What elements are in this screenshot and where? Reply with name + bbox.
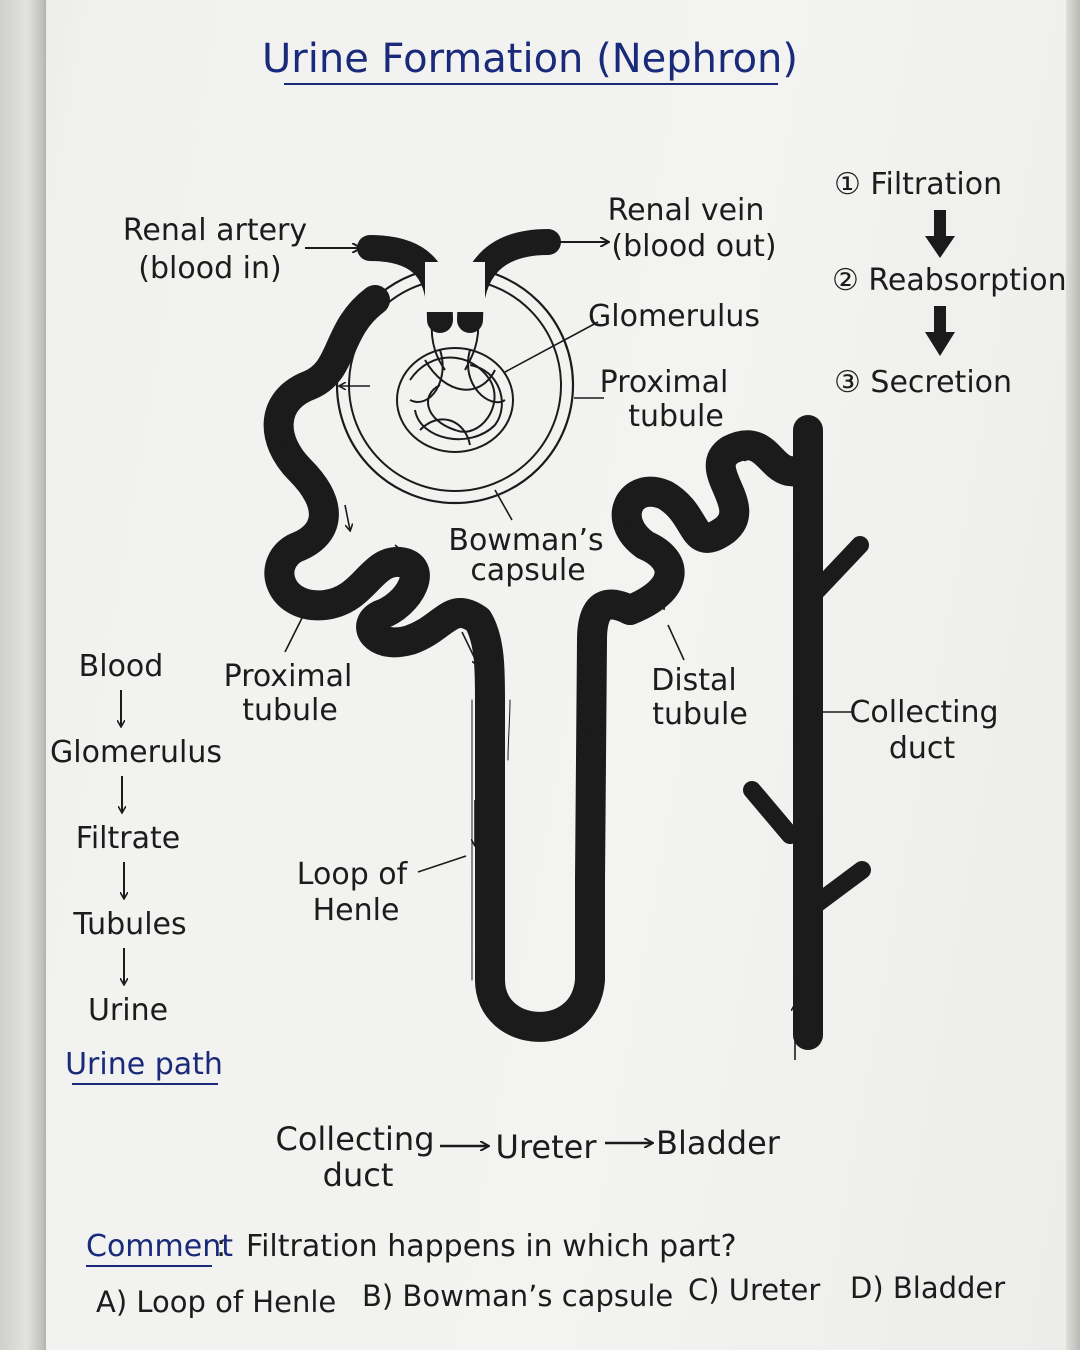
comment-label: Comment: [86, 1229, 233, 1264]
path-arrows: [121, 690, 124, 984]
glomerulus: [396, 319, 514, 453]
collecting-duct-sublabel: duct: [889, 731, 956, 766]
renal-vein-sublabel: (blood out): [611, 229, 776, 264]
flow-arrows: [280, 248, 862, 1060]
option-c: C) Ureter: [688, 1273, 820, 1307]
notebook-spine: [0, 0, 46, 1350]
page-edge: [1066, 0, 1080, 1350]
flow-start-label: Collecting: [275, 1120, 434, 1158]
loop-of-henle: [475, 589, 645, 1042]
comment-question: Filtration happens in which part?: [246, 1229, 737, 1264]
distal-sublabel: tubule: [652, 697, 748, 732]
option-d: D) Bladder: [850, 1271, 1005, 1305]
collecting-duct: [743, 415, 871, 1050]
proximal-left-sublabel: tubule: [242, 693, 338, 728]
renal-vein-label: Renal vein: [608, 193, 765, 228]
proximal-left-leader: [284, 617, 303, 653]
distal-leader: [667, 624, 685, 661]
renal-artery-sublabel: (blood in): [138, 251, 281, 286]
proximal-top-label: Proximal: [600, 365, 729, 400]
glomerulus-leader: [504, 321, 599, 373]
path-item-blood: Blood: [79, 649, 164, 684]
step-arrow-2: [925, 306, 955, 356]
option-b: B) Bowman’s capsule: [362, 1279, 673, 1313]
path-item-filtrate: Filtrate: [76, 821, 180, 856]
option-a: A) Loop of Henle: [96, 1285, 336, 1319]
bowmans-label: Bowman’s: [448, 523, 603, 558]
path-item-urine: Urine: [88, 993, 168, 1028]
bowmans-leader: [494, 489, 513, 521]
path-item-tubules: Tubules: [72, 907, 186, 942]
bowmans-sublabel: capsule: [470, 553, 585, 588]
flow-bladder: Bladder: [656, 1124, 781, 1162]
loop-henle-leader: [417, 855, 467, 873]
comment-colon: :: [216, 1229, 226, 1264]
flow-start-sublabel: duct: [323, 1156, 394, 1194]
bowmans-capsule: [335, 262, 575, 505]
step-filtration: ① Filtration: [834, 167, 1002, 202]
glomerulus-label: Glomerulus: [588, 299, 760, 334]
step-secretion: ③ Secretion: [834, 365, 1012, 400]
flow-ureter: Ureter: [496, 1128, 598, 1166]
urine-path-heading: Urine path: [65, 1047, 223, 1082]
page-title: Urine Formation (Nephron): [262, 36, 798, 82]
distal-label: Distal: [651, 663, 737, 698]
proximal-top-sublabel: tubule: [628, 399, 724, 434]
step-arrow-1: [925, 210, 955, 258]
loop-henle-sublabel: Henle: [313, 893, 400, 928]
step-reabsorption: ② Reabsorption: [832, 263, 1067, 298]
collecting-duct-label: Collecting: [849, 695, 998, 730]
loop-henle-label: Loop of: [297, 857, 409, 892]
proximal-left-label: Proximal: [224, 659, 353, 694]
renal-artery-label: Renal artery: [123, 213, 307, 248]
path-item-glomerulus: Glomerulus: [50, 735, 222, 770]
